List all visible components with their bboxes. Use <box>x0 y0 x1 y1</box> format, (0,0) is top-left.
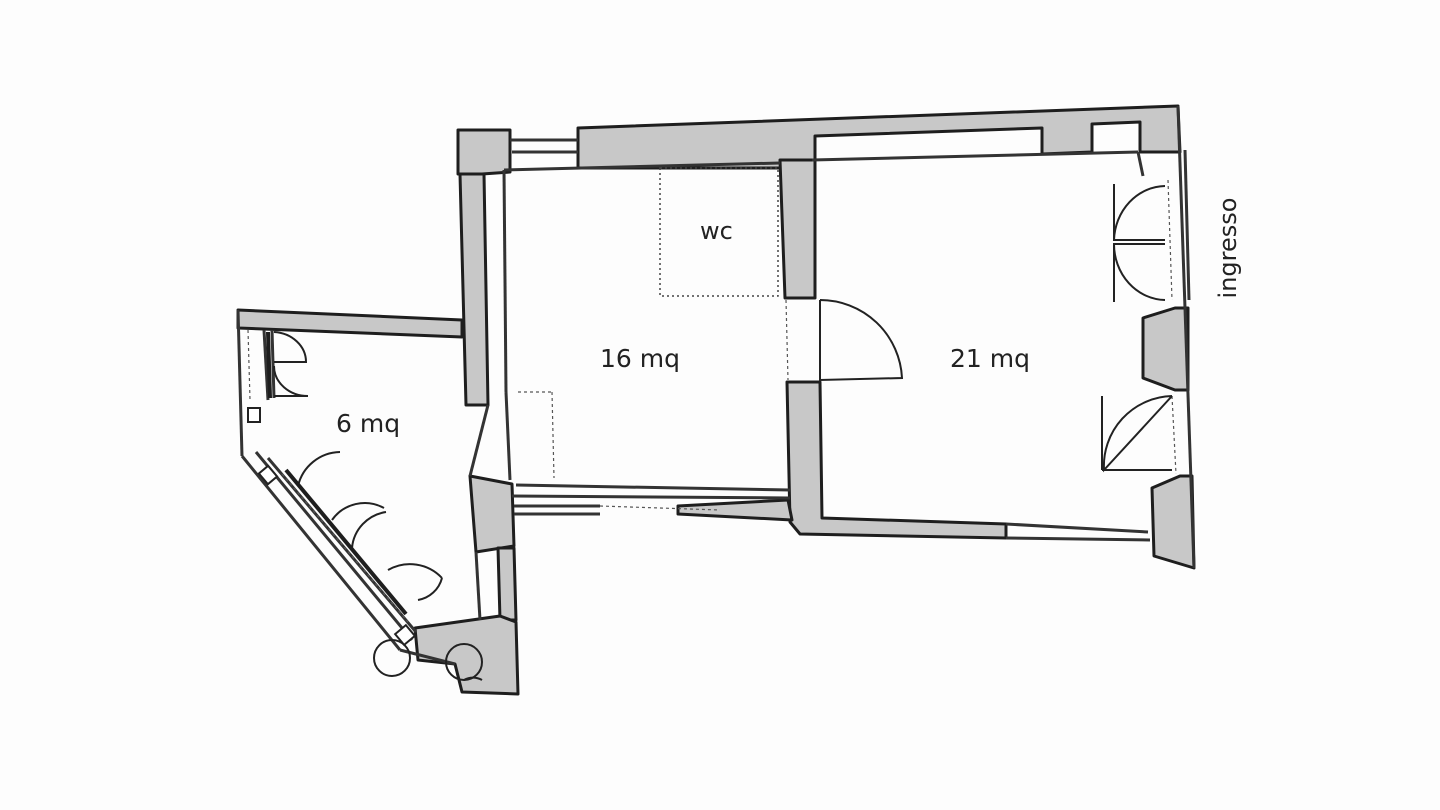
entrance-door-upper <box>1112 185 1166 241</box>
bottom-left-pillar <box>468 474 516 554</box>
entrance-door-lower <box>1102 395 1173 473</box>
bottom-wall-strip <box>676 498 794 522</box>
entrance-label: ingresso <box>1214 197 1242 299</box>
middle-wall-lower <box>785 380 1008 540</box>
wc-area <box>659 167 779 297</box>
left-wall-room-16 <box>458 172 490 407</box>
right-wall-pier-2 <box>1150 474 1196 570</box>
interior-door <box>819 298 904 382</box>
room-21-area-label: 21 mq <box>950 344 1030 373</box>
wc-label: wc <box>700 217 733 245</box>
bottom-corner-block <box>413 614 520 696</box>
corner-pillar-top-left <box>456 128 512 176</box>
room-6-area-label: 6 mq <box>336 409 401 438</box>
lower-left-column <box>496 546 518 622</box>
room-16-area-label: 16 mq <box>600 344 680 373</box>
right-wall-pier-1 <box>1141 306 1190 392</box>
middle-wall-upper <box>778 158 817 300</box>
